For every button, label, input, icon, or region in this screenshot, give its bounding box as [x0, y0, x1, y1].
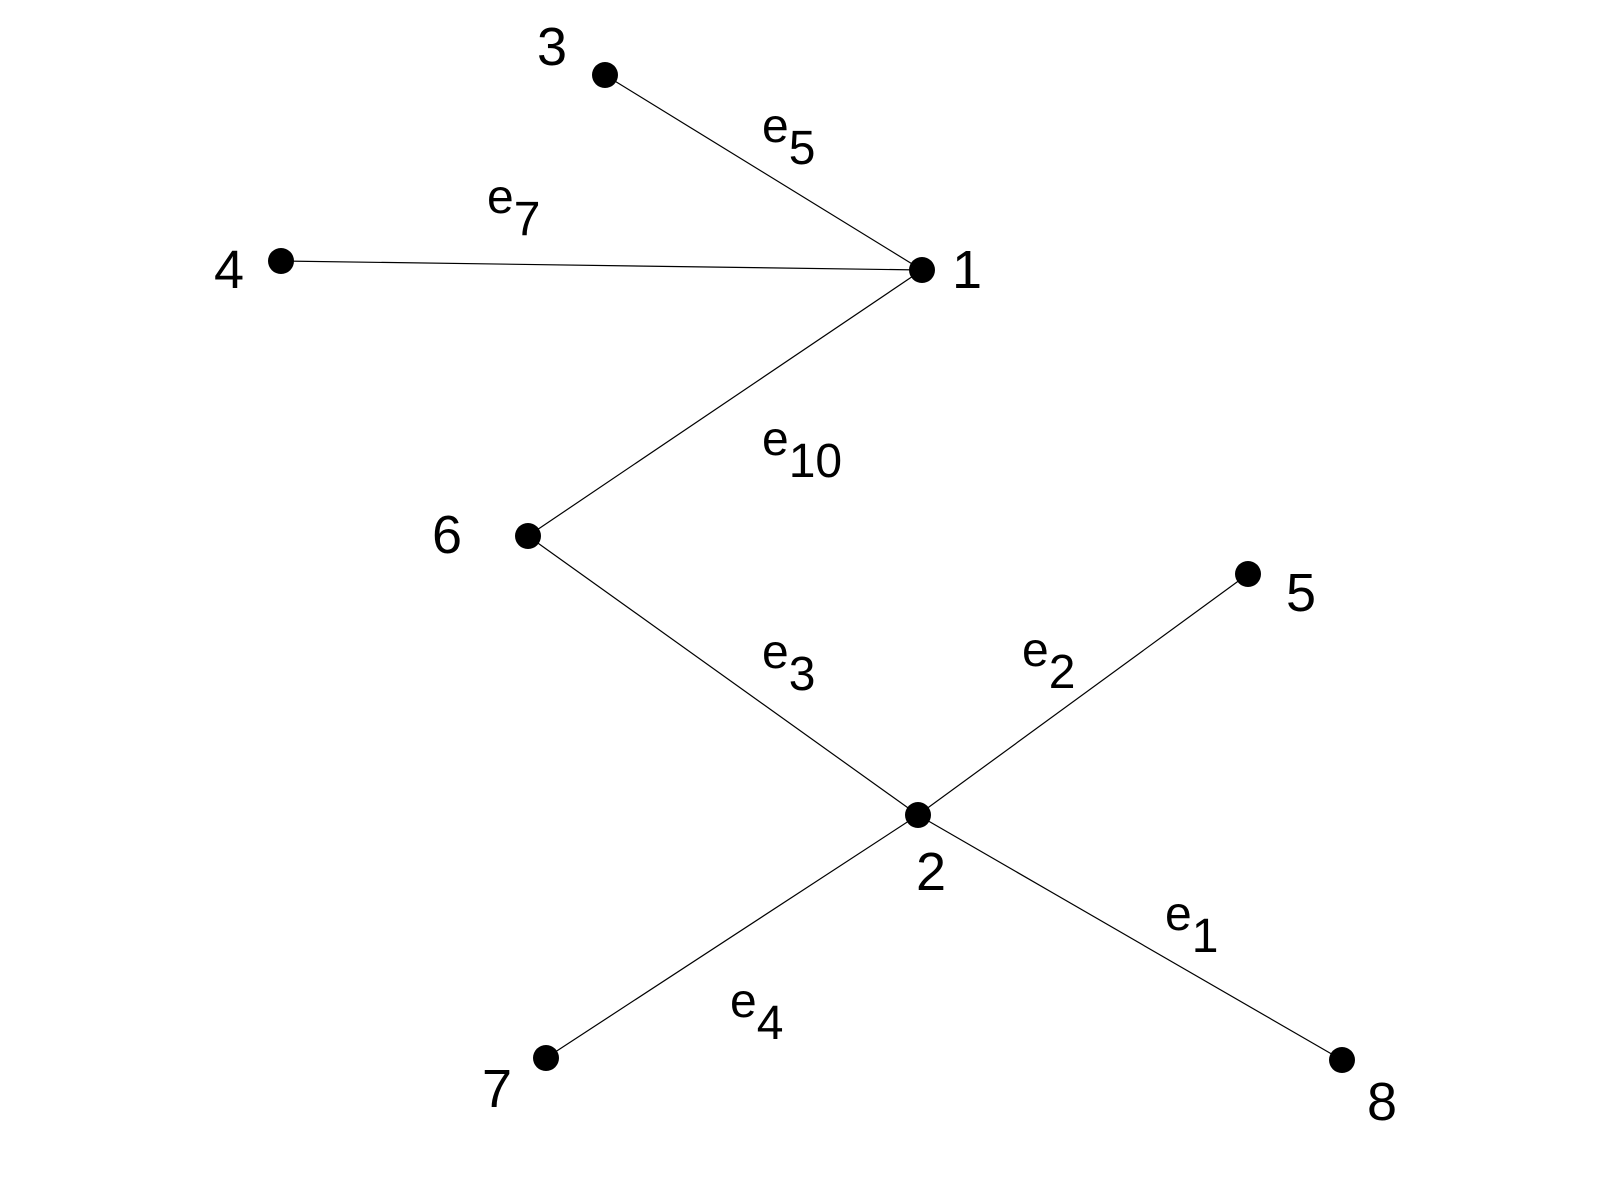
edge-label-e3: e3 — [762, 626, 815, 701]
edges — [280, 74, 1343, 1061]
edge-label-e5-base: e — [762, 100, 789, 153]
node-label-8: 8 — [1367, 1072, 1397, 1132]
node-label-6: 6 — [432, 505, 462, 565]
edge-label-e10: e10 — [762, 413, 842, 488]
node-label-2: 2 — [916, 842, 946, 902]
node-8 — [1329, 1047, 1355, 1073]
node-2 — [905, 802, 931, 828]
edge-label-e1: e1 — [1165, 888, 1218, 963]
edge-label-e1-base: e — [1165, 888, 1192, 941]
edge-label-e2: e2 — [1022, 624, 1075, 699]
edge-label-e1-sub: 1 — [1192, 910, 1219, 963]
edge-labels: e1 e2 e3 e4 e5 e7 e10 — [487, 100, 1218, 1050]
node-labels: 1 2 3 4 5 6 7 8 — [214, 17, 1397, 1132]
edge-label-e5: e5 — [762, 100, 815, 175]
edge-e1 — [917, 814, 1343, 1061]
edge-label-e7-base: e — [487, 171, 514, 224]
edge-label-e4-sub: 4 — [757, 997, 784, 1050]
nodes — [268, 62, 1355, 1073]
node-5 — [1235, 561, 1261, 587]
edge-label-e2-base: e — [1022, 624, 1049, 677]
edge-label-e7-sub: 7 — [514, 193, 541, 246]
edge-e10 — [527, 269, 923, 537]
edge-label-e5-sub: 5 — [789, 122, 816, 175]
node-7 — [533, 1045, 559, 1071]
edge-e3 — [527, 535, 919, 816]
edge-e4 — [545, 814, 919, 1059]
edge-e2 — [917, 573, 1249, 816]
node-6 — [515, 523, 541, 549]
edge-label-e7: e7 — [487, 171, 540, 246]
edge-label-e3-sub: 3 — [789, 648, 816, 701]
edge-label-e10-sub: 10 — [789, 435, 842, 488]
edge-label-e4-base: e — [730, 975, 757, 1028]
node-3 — [592, 62, 618, 88]
edge-label-e2-sub: 2 — [1049, 646, 1076, 699]
node-label-1: 1 — [952, 240, 982, 300]
edge-e7 — [280, 260, 923, 271]
node-1 — [909, 257, 935, 283]
edge-label-e3-base: e — [762, 626, 789, 679]
node-label-3: 3 — [537, 17, 567, 77]
edge-label-e10-base: e — [762, 413, 789, 466]
edge-label-e4: e4 — [730, 975, 783, 1050]
node-label-7: 7 — [482, 1059, 512, 1119]
edge-e5 — [604, 74, 923, 271]
node-label-4: 4 — [214, 240, 244, 300]
node-4 — [268, 248, 294, 274]
node-label-5: 5 — [1286, 563, 1316, 623]
